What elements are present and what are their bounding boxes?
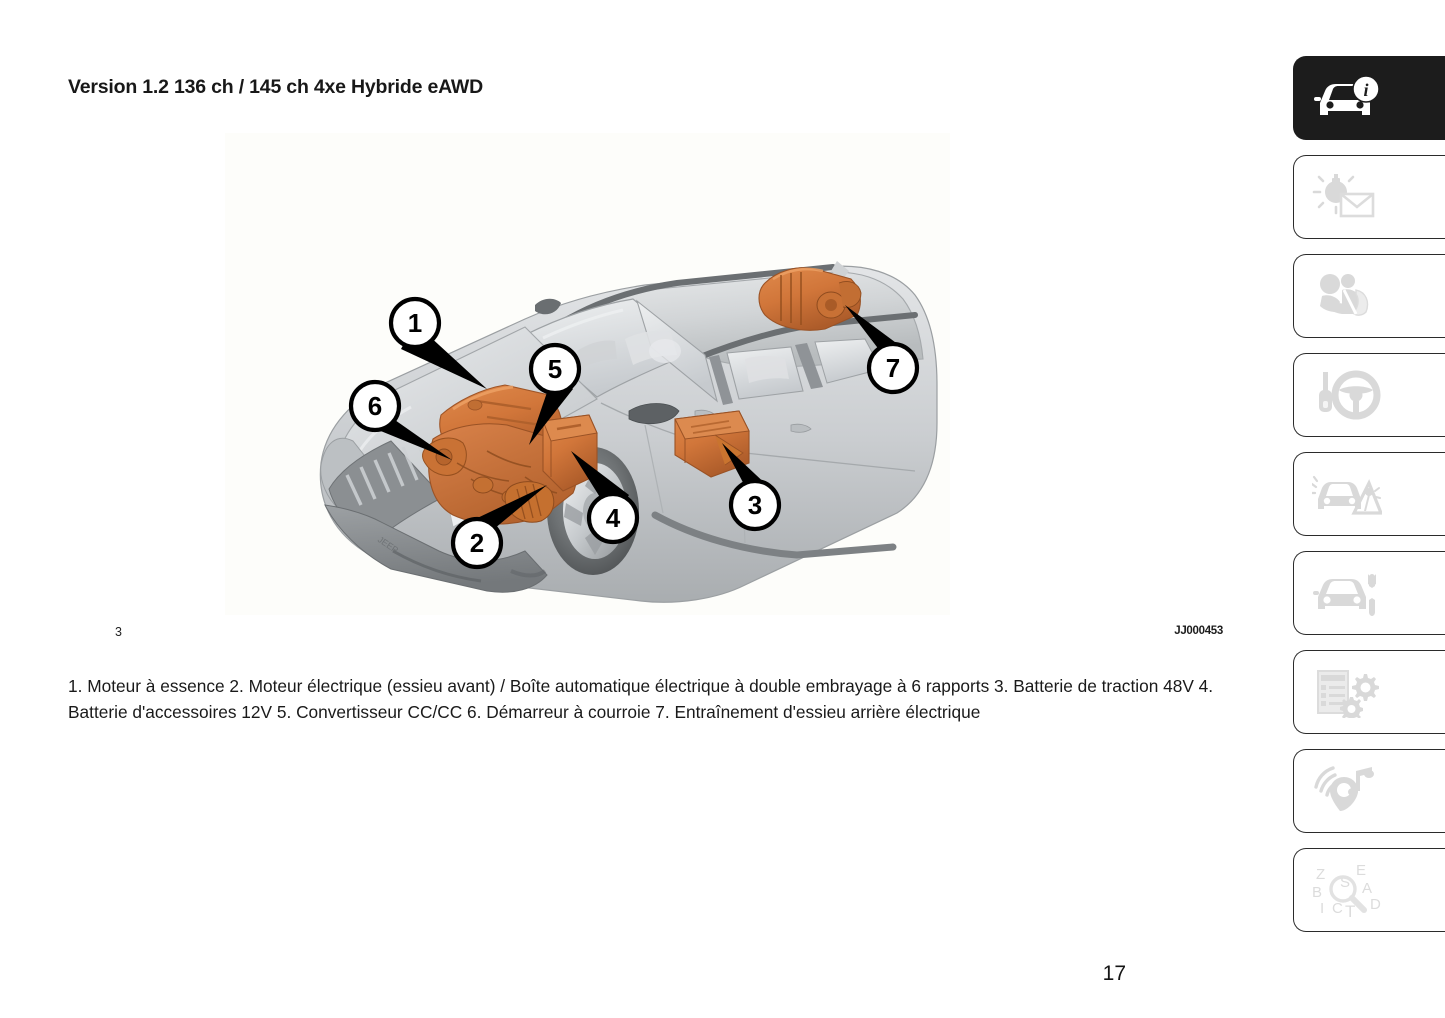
svg-text:E: E xyxy=(1356,863,1366,879)
callout-5: 5 xyxy=(528,342,582,445)
svg-text:S: S xyxy=(1340,874,1350,891)
callout-2: 2 xyxy=(450,485,547,570)
spec-list-gears-icon xyxy=(1312,662,1386,722)
car-info-icon: i xyxy=(1312,68,1386,128)
figure-caption: 1. Moteur à essence 2. Moteur électrique… xyxy=(68,676,1214,722)
sidebar-tab-technical-specifications[interactable] xyxy=(1293,650,1445,734)
svg-text:C: C xyxy=(1332,900,1343,917)
sidebar-tab-vehicle-info[interactable]: i xyxy=(1293,56,1445,140)
breakdown-warning-triangle-icon xyxy=(1312,464,1386,524)
svg-text:A: A xyxy=(1362,880,1372,897)
sidebar-tab-servicing-and-maintenance[interactable] xyxy=(1293,551,1445,635)
page-number: 17 xyxy=(1102,962,1126,985)
callout-layer: 1 6 5 2 xyxy=(348,296,920,570)
accessory-battery-highlight xyxy=(542,414,598,492)
svg-text:D: D xyxy=(1370,896,1381,913)
document-page: Version 1.2 136 ch / 145 ch 4xe Hybride … xyxy=(68,76,1224,985)
callout-1: 1 xyxy=(388,296,487,389)
warning-light-message-icon xyxy=(1312,167,1386,227)
airbag-seatbelt-icon xyxy=(1312,266,1386,326)
rear-axle-drive-highlight xyxy=(758,267,862,331)
svg-text:i: i xyxy=(1363,80,1368,100)
sidebar-tab-alphabetical-index[interactable]: Z E B A I C T D S xyxy=(1293,848,1445,932)
svg-text:7: 7 xyxy=(886,353,900,383)
svg-text:T: T xyxy=(1345,902,1355,917)
svg-text:3: 3 xyxy=(748,490,762,520)
svg-text:Z: Z xyxy=(1316,866,1325,883)
sidebar-tab-emergency-assistance[interactable] xyxy=(1293,452,1445,536)
svg-text:6: 6 xyxy=(368,391,382,421)
svg-text:5: 5 xyxy=(548,354,562,384)
page-title: Version 1.2 136 ch / 145 ch 4xe Hybride … xyxy=(68,76,483,98)
car-wrench-icon xyxy=(1312,563,1386,623)
vehicle-hybrid-component-diagram: JEEP xyxy=(225,133,950,615)
svg-text:4: 4 xyxy=(606,503,621,533)
figure-number: 3 xyxy=(115,625,122,639)
figure-code: JJ000453 xyxy=(1174,625,1223,637)
traction-battery-highlight xyxy=(674,410,750,478)
figure-meta-row: 3 JJ000453 xyxy=(68,625,1223,643)
sidebar-tab-multimedia[interactable] xyxy=(1293,749,1445,833)
section-tab-rail: i xyxy=(1279,0,1445,1018)
callout-3: 3 xyxy=(722,443,782,532)
svg-text:1: 1 xyxy=(408,308,422,338)
key-steering-wheel-icon xyxy=(1312,365,1386,425)
svg-text:I: I xyxy=(1320,900,1324,917)
callout-7: 7 xyxy=(845,305,920,395)
sidebar-tab-instrument-panel-display[interactable] xyxy=(1293,155,1445,239)
sidebar-tab-occupant-safety[interactable] xyxy=(1293,254,1445,338)
media-music-signal-icon xyxy=(1312,761,1386,821)
callout-4: 4 xyxy=(571,451,640,545)
svg-text:B: B xyxy=(1312,884,1322,901)
sidebar-tab-starting-and-driving[interactable] xyxy=(1293,353,1445,437)
svg-text:2: 2 xyxy=(470,528,484,558)
callout-6: 6 xyxy=(348,379,452,460)
index-magnifier-letters-icon: Z E B A I C T D S xyxy=(1312,860,1386,920)
